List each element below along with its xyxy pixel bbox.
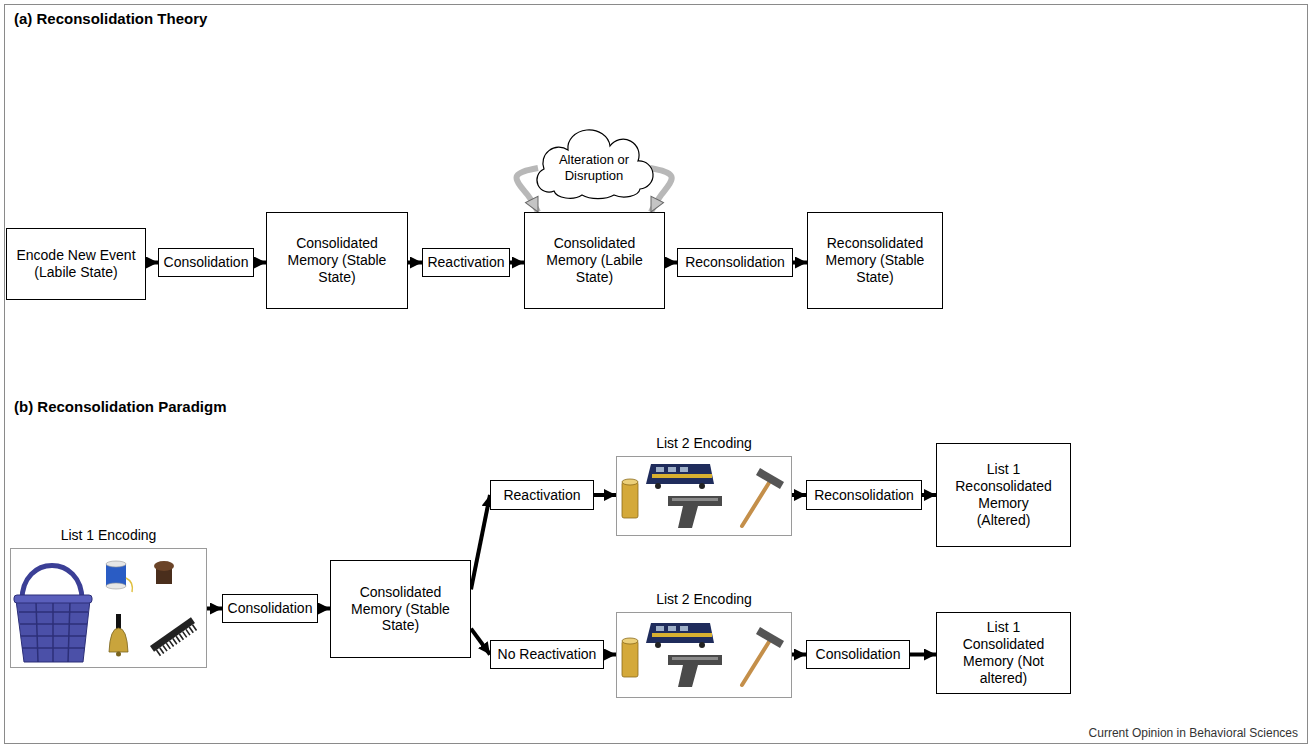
box-text: Consolidated Memory (Stable State) bbox=[281, 235, 393, 285]
box-text: No Reactivation bbox=[498, 646, 597, 663]
flow-arrow bbox=[318, 607, 330, 611]
process-box: Reconsolidated Memory (Stable State) bbox=[807, 212, 943, 309]
flow-arrow bbox=[792, 653, 806, 657]
cloud-shape bbox=[537, 130, 653, 199]
outer-frame bbox=[5, 5, 1308, 744]
box-text: Consolidated Memory (Labile State) bbox=[539, 235, 650, 285]
process-box: Consolidated Memory (Stable State) bbox=[330, 560, 471, 658]
flow-arrow bbox=[665, 261, 677, 265]
flow-arrow bbox=[922, 493, 936, 497]
box-text: Encode New Event (Labile State) bbox=[12, 247, 140, 281]
box-text: Reconsolidated Memory (Stable State) bbox=[822, 235, 928, 285]
process-box: Reconsolidation bbox=[806, 480, 922, 510]
box-text: List 1 Reconsolidated Memory (Altered) bbox=[951, 461, 1056, 528]
box-text: Reconsolidation bbox=[814, 487, 914, 504]
process-box: Consolidated Memory (Stable State) bbox=[266, 212, 408, 309]
flow-arrow bbox=[792, 493, 806, 497]
list2-illustration bbox=[622, 623, 784, 687]
flow-arrow bbox=[207, 607, 222, 611]
box-text: List 1 Consolidated Memory (Not altered) bbox=[947, 619, 1060, 686]
box-text: Reconsolidation bbox=[685, 254, 785, 271]
list2-illustration bbox=[622, 464, 784, 528]
process-box: Consolidation bbox=[806, 640, 910, 669]
process-box: Reactivation bbox=[422, 248, 510, 277]
flow-arrow bbox=[471, 495, 490, 589]
box-text: Reactivation bbox=[503, 487, 580, 504]
thought-cloud: Alteration or Disruption bbox=[532, 138, 656, 198]
process-box: List 1 Consolidated Memory (Not altered) bbox=[936, 612, 1071, 694]
panel-heading: List 2 Encoding bbox=[587, 591, 821, 608]
box-text: Consolidated Memory (Stable State) bbox=[345, 584, 456, 634]
picture-panel: List 1 Encoding bbox=[10, 548, 207, 668]
section-heading: (b) Reconsolidation Paradigm bbox=[14, 398, 227, 415]
flow-arrow bbox=[604, 653, 616, 657]
process-box: Reconsolidation bbox=[677, 248, 793, 277]
cloud-text: Alteration or Disruption bbox=[548, 152, 640, 183]
flow-arrow bbox=[793, 261, 807, 265]
flow-arrow bbox=[910, 653, 936, 657]
panel-heading: List 2 Encoding bbox=[587, 435, 821, 452]
picture-panel: List 2 Encoding bbox=[616, 456, 792, 536]
process-box: No Reactivation bbox=[490, 640, 604, 669]
process-box: Reactivation bbox=[490, 480, 594, 510]
process-box: Consolidation bbox=[222, 594, 318, 623]
box-text: Consolidation bbox=[228, 600, 313, 617]
flow-arrow bbox=[146, 261, 158, 265]
box-text: Reactivation bbox=[427, 254, 504, 271]
flow-arrow bbox=[408, 261, 422, 265]
flow-arrow bbox=[510, 261, 524, 265]
journal-credit: Current Opinion in Behavioral Sciences bbox=[1089, 726, 1298, 740]
flow-arrow bbox=[594, 493, 616, 497]
panel-heading: List 1 Encoding bbox=[0, 527, 236, 544]
list1-illustration bbox=[14, 561, 199, 662]
flow-arrow bbox=[254, 261, 266, 265]
picture-panel: List 2 Encoding bbox=[616, 612, 792, 698]
section-heading: (a) Reconsolidation Theory bbox=[14, 10, 207, 27]
influence-arrow bbox=[517, 168, 538, 212]
process-box: List 1 Reconsolidated Memory (Altered) bbox=[936, 443, 1071, 547]
process-box: Encode New Event (Labile State) bbox=[6, 228, 146, 300]
box-text: Consolidation bbox=[164, 254, 249, 271]
box-text: Consolidation bbox=[816, 646, 901, 663]
process-box: Consolidation bbox=[158, 248, 254, 277]
process-box: Consolidated Memory (Labile State) bbox=[524, 212, 665, 309]
flow-arrow bbox=[471, 629, 490, 655]
